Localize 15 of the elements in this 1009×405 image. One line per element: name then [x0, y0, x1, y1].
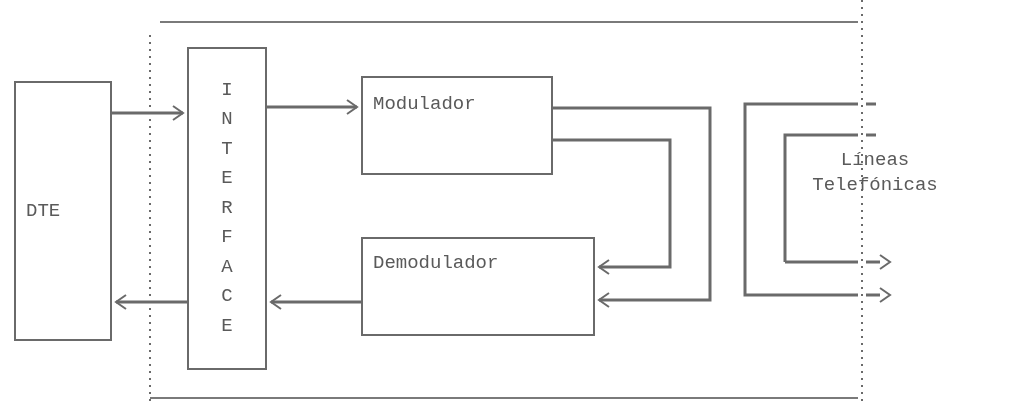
arrow: [112, 105, 184, 121]
vertical-label: INTERFACE: [220, 78, 234, 339]
block-box: [14, 81, 112, 341]
block-label: Modulador: [373, 92, 476, 117]
arrow: [553, 138, 672, 275]
arrow: [270, 294, 361, 310]
block-box: [361, 76, 553, 175]
block-box: [361, 237, 595, 336]
block-label: Demodulador: [373, 251, 499, 276]
arrow: [115, 294, 187, 310]
arrow: [267, 99, 358, 115]
block-box: [187, 47, 267, 370]
block-label: Líneas Telefónicas: [811, 148, 939, 198]
arrow: [553, 106, 712, 308]
block-label: DTE: [26, 198, 61, 224]
